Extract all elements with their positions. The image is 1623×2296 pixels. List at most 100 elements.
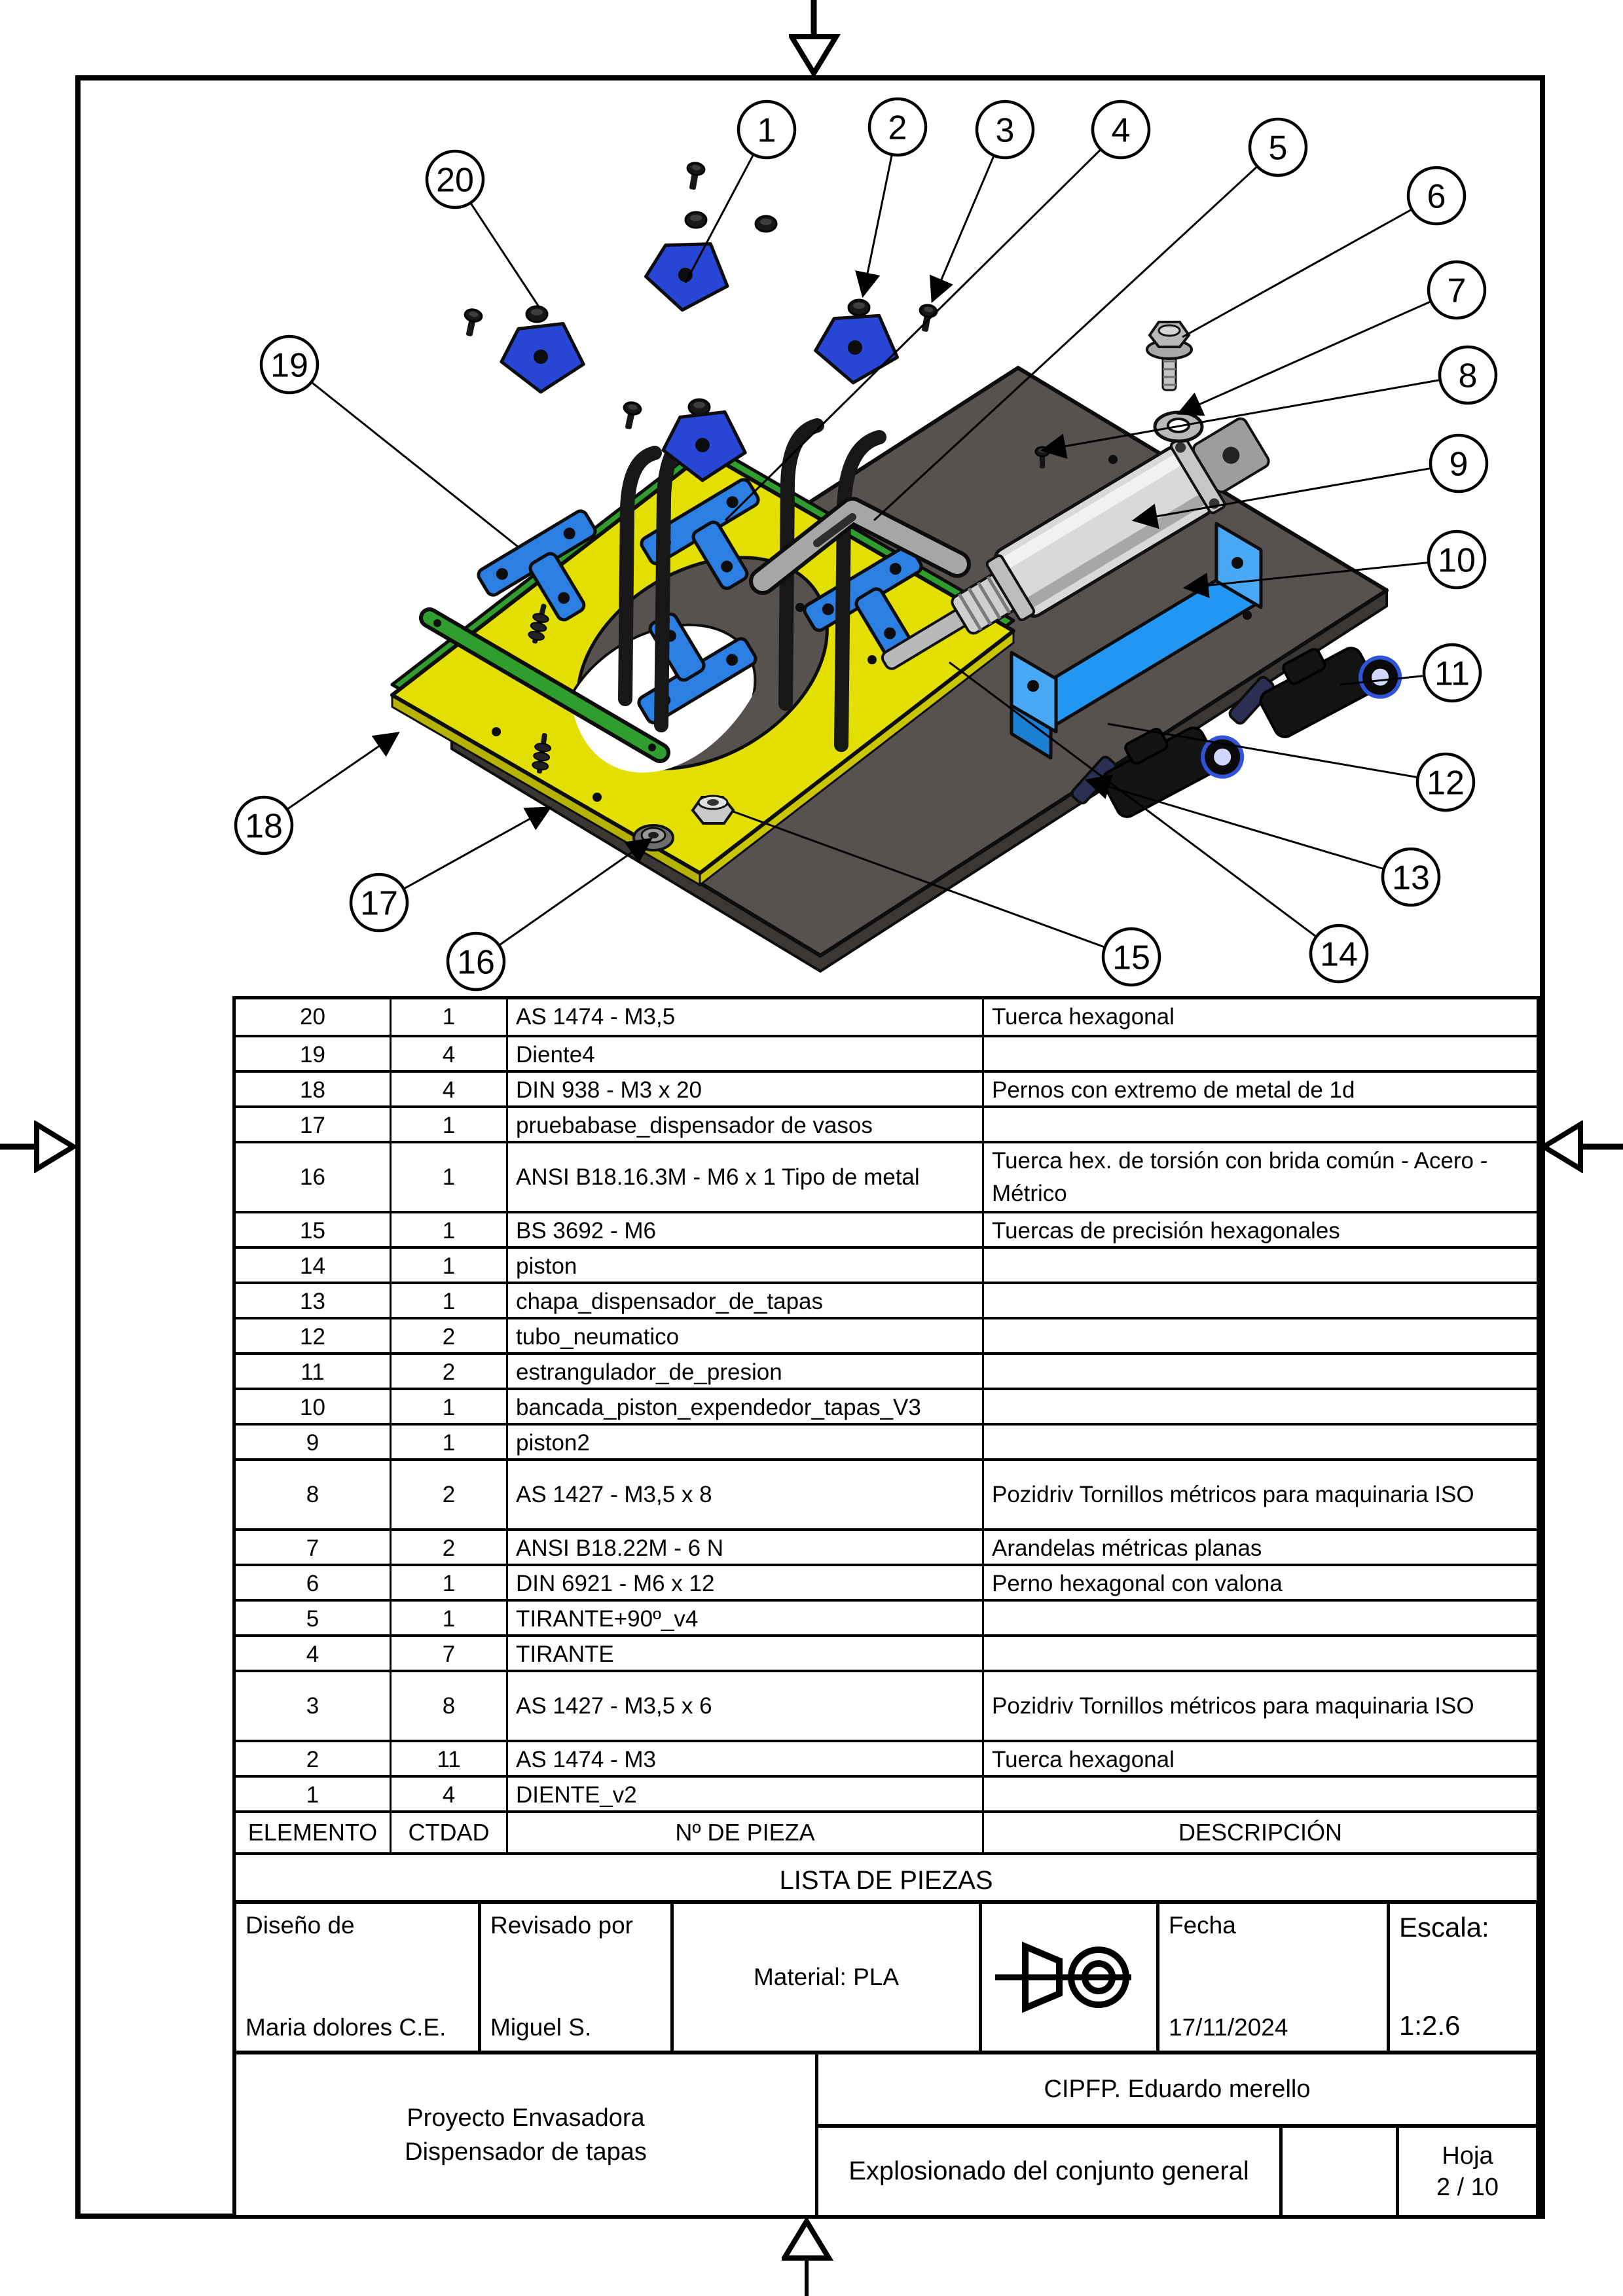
parts-list-cell xyxy=(982,1037,1537,1073)
third-angle-projection-icon xyxy=(995,1941,1131,2013)
project-line2: Dispensador de tapas xyxy=(405,2138,647,2166)
sheet-number-cell: Hoja 2 / 10 xyxy=(1396,2128,1536,2215)
parts-list-cell: 1 xyxy=(390,1566,506,1602)
svg-text:13: 13 xyxy=(1392,859,1430,897)
parts-list-cell: 1 xyxy=(390,1213,506,1249)
parts-list-cell: Tuerca hexagonal xyxy=(982,999,1537,1035)
date-cell: Fecha 17/11/2024 xyxy=(1156,1904,1387,2051)
parts-list-cell: 8 xyxy=(390,1672,506,1740)
spacer-cell xyxy=(1279,2128,1396,2215)
parts-list-cell: BS 3692 - M6 xyxy=(506,1213,982,1249)
parts-list-cell: 17 xyxy=(300,1113,325,1138)
svg-text:20: 20 xyxy=(436,162,474,200)
parts-list-cell xyxy=(982,1426,1537,1461)
parts-list-cell xyxy=(982,1637,1537,1672)
parts-list-cell: piston2 xyxy=(506,1426,982,1461)
svg-text:15: 15 xyxy=(1112,939,1150,977)
parts-list-cell: piston xyxy=(506,1249,982,1284)
parts-list-cell: Tuerca hexagonal xyxy=(982,1742,1537,1778)
parts-list-cell: 1 xyxy=(390,1426,506,1461)
parts-list-cell: DIN 938 - M3 x 20 xyxy=(506,1073,982,1108)
parts-list-cell: DIENTE_v2 xyxy=(506,1778,982,1813)
project-cell: Proyecto Envasadora Dispensador de tapas xyxy=(236,2054,815,2215)
balloon-17: 17 xyxy=(349,872,409,933)
svg-text:3: 3 xyxy=(996,112,1015,150)
leader-line-5 xyxy=(873,146,1279,522)
parts-list-cell: pruebabase_dispensador de vasos xyxy=(506,1108,982,1143)
svg-text:1: 1 xyxy=(757,112,776,150)
parts-list-cell: 10 xyxy=(300,1395,325,1420)
parts-list-cell: ANSI B18.16.3M - M6 x 1 Tipo de metal xyxy=(506,1143,982,1211)
material-value: Material: PLA xyxy=(753,1964,900,1990)
balloon-7: 7 xyxy=(1427,260,1487,320)
part-diente-v2 xyxy=(810,308,901,389)
parts-list-cell: Diente4 xyxy=(506,1037,982,1073)
material-cell: Material: PLA xyxy=(670,1904,979,2051)
parts-list-cell xyxy=(982,1319,1537,1355)
title-block: Diseño de Maria dolores C.E. Revisado po… xyxy=(232,1900,1540,2219)
balloon-14: 14 xyxy=(1309,924,1369,984)
parts-list-cell: 1 xyxy=(306,1782,319,1808)
svg-text:17: 17 xyxy=(360,885,398,923)
balloon-4: 4 xyxy=(1091,99,1151,160)
leader-line-16 xyxy=(475,838,653,963)
parts-list-header: ELEMENTO CTDAD Nº DE PIEZA DESCRIPCIÓN xyxy=(236,1810,1537,1852)
balloon-18: 18 xyxy=(234,795,294,855)
parts-list-cell: 2 xyxy=(390,1355,506,1390)
leader-line-19 xyxy=(289,363,519,548)
balloon-3: 3 xyxy=(975,99,1035,160)
svg-text:19: 19 xyxy=(270,347,308,385)
parts-list-cell: Pernos con extremo de metal de 1d xyxy=(982,1073,1537,1108)
svg-text:12: 12 xyxy=(1427,764,1465,802)
fasteners xyxy=(460,160,1204,852)
balloon-1: 1 xyxy=(737,99,797,160)
svg-text:6: 6 xyxy=(1427,178,1446,216)
balloon-12: 12 xyxy=(1415,752,1476,812)
revised-cell: Revisado por Miguel S. xyxy=(478,1904,670,2051)
parts-list-cell: Pozidriv Tornillos métricos para maquina… xyxy=(982,1461,1537,1528)
svg-text:16: 16 xyxy=(457,944,495,982)
parts-list-cell: 15 xyxy=(300,1218,325,1244)
parts-list-cell: TIRANTE xyxy=(506,1637,982,1672)
leader-line-14 xyxy=(949,661,1340,955)
parts-list-cell: 8 xyxy=(306,1481,319,1507)
parts-list-cell: 14 xyxy=(300,1253,325,1279)
parts-list-cell: 19 xyxy=(300,1042,325,1067)
registration-mark-left xyxy=(0,1121,77,1173)
parts-list-cell: 1 xyxy=(390,1602,506,1637)
balloon-16: 16 xyxy=(446,931,506,992)
leader-line-17 xyxy=(378,806,552,904)
balloon-2: 2 xyxy=(867,97,928,157)
parts-list-cell: Perno hexagonal con valona xyxy=(982,1566,1537,1602)
parts-list-cell: 7 xyxy=(306,1535,319,1561)
parts-list-cell: Arandelas métricas planas xyxy=(982,1531,1537,1566)
parts-list-cell: chapa_dispensador_de_tapas xyxy=(506,1284,982,1319)
balloon-5: 5 xyxy=(1248,117,1308,177)
header-ctdad: CTDAD xyxy=(390,1813,506,1852)
parts-list-cell: 6 xyxy=(306,1571,319,1596)
part-diente-v2 xyxy=(641,236,730,315)
parts-list-cell: 1 xyxy=(390,999,506,1035)
scale-label: Escala: xyxy=(1399,1912,1489,1943)
svg-text:18: 18 xyxy=(245,808,283,846)
parts-list-cell: 16 xyxy=(300,1164,325,1190)
parts-list-cell: Tuerca hex. de torsión con brida común -… xyxy=(982,1143,1537,1211)
revised-label: Revisado por xyxy=(490,1912,634,1939)
part-diente-v2 xyxy=(494,315,587,400)
registration-mark-bottom xyxy=(782,2216,834,2296)
parts-list-cell: bancada_piston_expendedor_tapas_V3 xyxy=(506,1390,982,1426)
svg-text:9: 9 xyxy=(1450,446,1468,484)
design-label: Diseño de xyxy=(246,1912,355,1939)
